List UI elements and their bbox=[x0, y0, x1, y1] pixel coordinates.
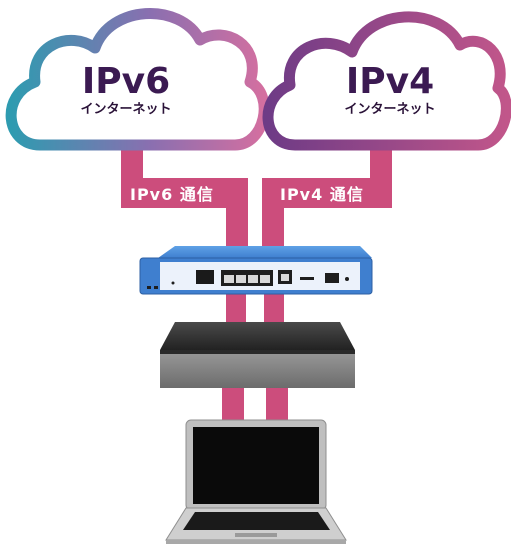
ipv6-cloud: IPv6 インターネット bbox=[5, 7, 270, 151]
ipv4-cloud: IPv4 インターネット bbox=[262, 11, 511, 151]
ipv6-channel-label: IPv6 通信 bbox=[130, 185, 214, 204]
router-device bbox=[139, 246, 373, 295]
ipv6-connection-line bbox=[121, 140, 248, 428]
ipv6-cloud-title: IPv6 bbox=[82, 61, 170, 102]
ipv4-cloud-subtitle: インターネット bbox=[344, 102, 435, 117]
ipv6-cloud-subtitle: インターネット bbox=[80, 102, 171, 117]
laptop-device bbox=[165, 419, 347, 544]
onu-device bbox=[160, 322, 355, 388]
ipv4-channel-label: IPv4 通信 bbox=[280, 185, 364, 204]
ipv4-cloud-title: IPv4 bbox=[346, 61, 434, 102]
